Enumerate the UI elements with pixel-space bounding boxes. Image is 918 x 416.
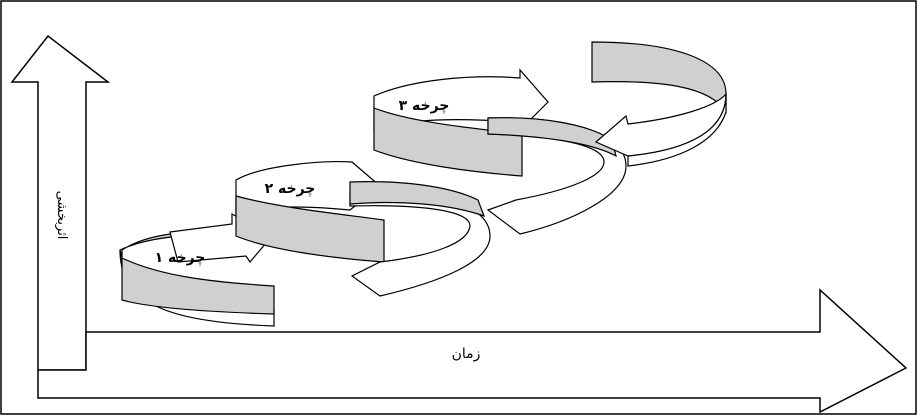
cycle-2 — [235, 161, 491, 297]
cycle-2-label: چرخه ۲ — [265, 181, 316, 197]
y-axis-label: اثربخشی — [54, 191, 69, 240]
cycle-3 — [373, 41, 727, 235]
x-axis-label: زمان — [452, 346, 481, 362]
y-axis-arrow — [10, 34, 111, 371]
cycle-3-label: چرخه ۳ — [399, 98, 450, 114]
cycle-1-label: چرخه ۱ — [155, 250, 206, 266]
x-axis-arrow — [37, 288, 908, 414]
